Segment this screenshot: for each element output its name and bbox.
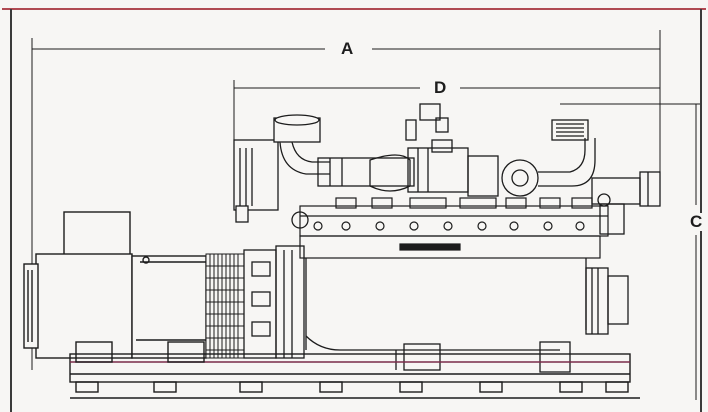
alternator bbox=[23, 211, 207, 359]
drawing-border bbox=[2, 8, 706, 412]
exhaust-manifold bbox=[317, 103, 596, 197]
dimension-label-a: A bbox=[335, 40, 360, 58]
dimension-lines bbox=[31, 30, 700, 400]
engine-front-housing bbox=[243, 211, 309, 359]
base-frame bbox=[69, 341, 640, 399]
radiator-core bbox=[205, 253, 245, 359]
cylinder-block bbox=[299, 197, 609, 259]
dimension-label-d: D bbox=[428, 79, 453, 97]
dimension-label-c: C bbox=[688, 212, 705, 231]
exhaust-outlet bbox=[591, 171, 661, 235]
engine-crankcase bbox=[305, 258, 629, 373]
